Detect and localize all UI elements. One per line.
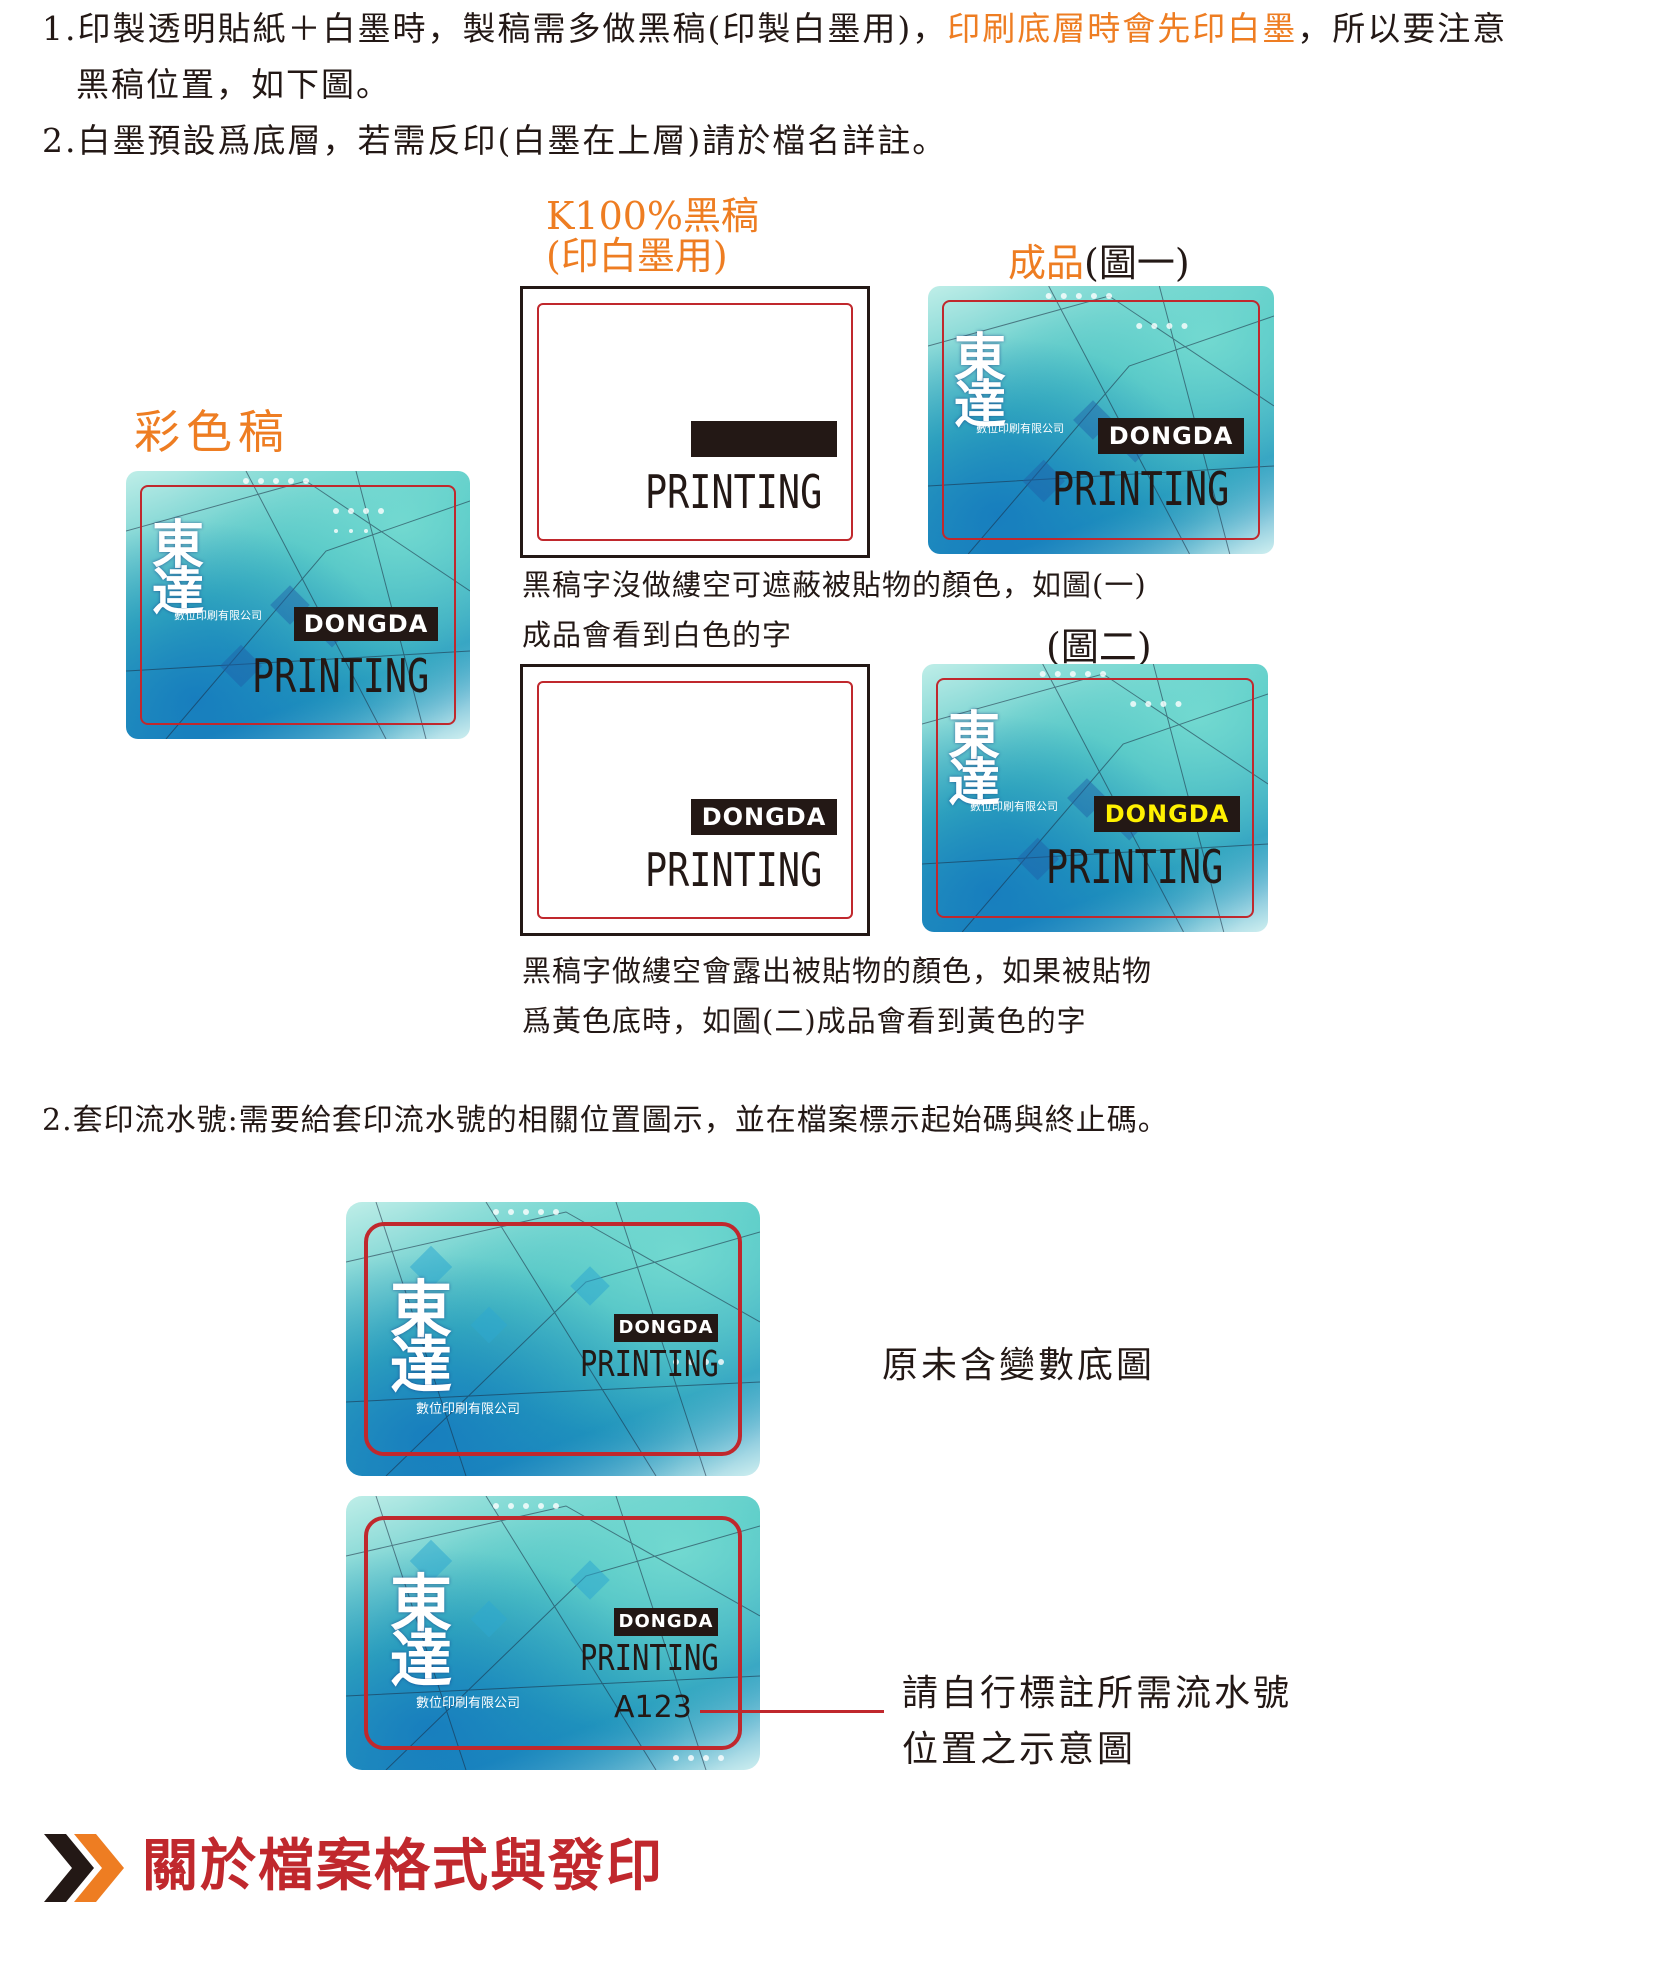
logo-subtitle: 數位印刷有限公司	[174, 609, 262, 622]
printing-text: PRINTING	[645, 843, 823, 897]
fig2-label: (圖二)	[1046, 625, 1152, 669]
finished-label: 成品	[1008, 241, 1085, 285]
dongda-tag: DONGDA	[294, 607, 438, 641]
original-base-sticker: 東達 數位印刷有限公司 DONGDA PRINTING	[346, 1202, 760, 1476]
dongda-logo: 東達	[152, 515, 205, 623]
serial-mark-label-line2: 位置之示意圖	[902, 1729, 1137, 1770]
dongda-logo: 東達	[948, 706, 1001, 814]
dongda-logo: 東達	[390, 1273, 453, 1402]
sticker-pattern	[346, 1202, 760, 1476]
dongda-tag-knockout: DONGDA	[691, 799, 837, 835]
section-heading: 關於檔案格式與發印	[44, 1830, 944, 1906]
k100-label-line1: K100%黑稿	[546, 194, 760, 238]
printing-text: PRINTING	[580, 1638, 719, 1679]
fig1-caption-line2: 成品會看到白色的字	[522, 618, 793, 652]
printing-text: PRINTING	[252, 649, 430, 703]
dongda-logo: 東達	[954, 328, 1007, 436]
printing-text: PRINTING	[580, 1344, 719, 1385]
serial-leader-line	[700, 1710, 884, 1713]
finished-sticker-fig2: 東達 數位印刷有限公司 DONGDA PRINTING	[922, 664, 1268, 932]
cut-line	[537, 303, 853, 541]
logo-subtitle: 數位印刷有限公司	[416, 1696, 521, 1711]
dongda-tag: DONGDA	[614, 1608, 718, 1636]
cut-line	[942, 300, 1260, 540]
original-base-label: 原未含變數底圖	[882, 1345, 1156, 1386]
note-1-line-2: 黑稿位置，如下圖。	[76, 65, 391, 104]
note-2: 2.白墨預設爲底層，若需反印(白墨在上層)請於檔名詳註。	[42, 121, 948, 160]
section-title: 關於檔案格式與發印	[142, 1833, 664, 1899]
serial-number: A123	[614, 1690, 692, 1725]
note-1-text-a: 1.印製透明貼紙＋白墨時，製稿需多做黑稿(印製白墨用)，	[42, 9, 948, 48]
k100-draft-fig2: DONGDA PRINTING	[520, 664, 870, 936]
fig1-label: 成品(圖一)	[1008, 232, 1190, 287]
cut-line	[537, 681, 853, 919]
color-draft-sticker: 東達 數位印刷有限公司 DONGDA PRINTING	[126, 471, 470, 739]
printing-text: PRINTING	[1046, 840, 1224, 894]
serial-marked-sticker: 東達 數位印刷有限公司 DONGDA PRINTING A123	[346, 1496, 760, 1770]
k100-draft-fig1: PRINTING	[520, 286, 870, 558]
serial-heading: 2.套印流水號:需要給套印流水號的相關位置圖示，並在檔案標示起始碼與終止碼。	[42, 1103, 1169, 1138]
dongda-tag: DONGDA	[1098, 418, 1244, 454]
logo-subtitle: 數位印刷有限公司	[976, 422, 1064, 435]
printing-text: PRINTING	[645, 465, 823, 519]
logo-subtitle: 數位印刷有限公司	[416, 1402, 521, 1417]
logo-subtitle: 數位印刷有限公司	[970, 800, 1058, 813]
dongda-logo: 東達	[390, 1567, 453, 1696]
note-1: 1.印製透明貼紙＋白墨時，製稿需多做黑稿(印製白墨用)，印刷底層時會先印白墨，所…	[42, 0, 1507, 57]
solid-tag-block	[691, 421, 837, 457]
double-chevron-icon	[44, 1834, 124, 1902]
fig2-caption-line2: 爲黃色底時，如圖(二)成品會看到黃色的字	[522, 1004, 1087, 1038]
k100-label-line2: (印白墨用)	[546, 234, 728, 278]
fig1-caption-line1: 黑稿字沒做縷空可遮蔽被貼物的顏色，如圖(一)	[522, 568, 1147, 602]
serial-mark-label-line1: 請自行標註所需流水號	[902, 1673, 1293, 1714]
note-1-highlight: 印刷底層時會先印白墨	[947, 9, 1298, 48]
note-1-text-b: ，所以要注意	[1297, 9, 1508, 48]
fig2-caption-line1: 黑稿字做縷空會露出被貼物的顏色，如果被貼物	[522, 954, 1153, 988]
finished-sticker-fig1: 東達 數位印刷有限公司 DONGDA PRINTING	[928, 286, 1274, 554]
cut-line	[364, 1222, 742, 1456]
cut-line	[140, 485, 456, 725]
dongda-tag: DONGDA	[614, 1314, 718, 1342]
cut-line	[936, 678, 1254, 918]
color-draft-label: 彩色稿	[134, 405, 290, 459]
cut-line	[364, 1516, 742, 1750]
dongda-tag-yellow: DONGDA	[1094, 796, 1240, 832]
fig1-number: (圖一)	[1084, 241, 1190, 285]
printing-text: PRINTING	[1052, 462, 1230, 516]
sticker-pattern	[346, 1496, 760, 1770]
